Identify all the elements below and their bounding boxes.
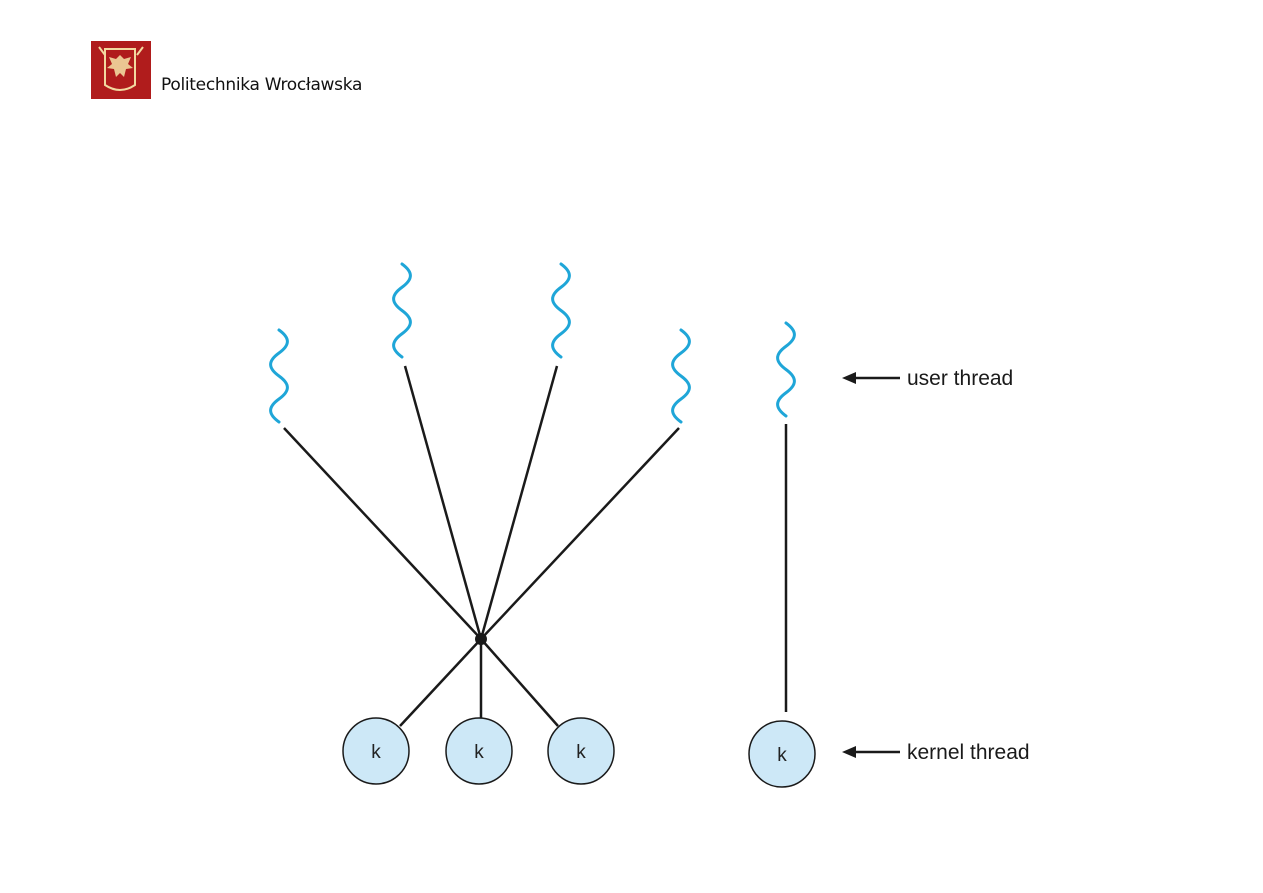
kernel-thread-symbol: k (777, 745, 787, 766)
hub-to-kernel-line-3 (480, 638, 559, 727)
kernel-thread-3: k (547, 717, 615, 785)
user-to-hub-line-2 (403, 365, 483, 640)
user-to-hub-line-4 (480, 427, 680, 640)
connection-lines (283, 365, 788, 727)
institution-name: Politechnika Wrocławska (161, 75, 363, 95)
user-thread-wave-1 (269, 328, 289, 424)
kernel-thread-symbol: k (576, 742, 586, 763)
user-to-hub-line-3 (479, 365, 559, 640)
kernel-thread-label: kernel thread (907, 741, 1030, 764)
kernel-thread-circle (748, 720, 816, 788)
university-logo (91, 41, 151, 99)
kernel-thread-annotation: kernel thread (842, 741, 1030, 764)
arrow-left-icon (842, 372, 856, 384)
multiplex-hub (475, 633, 487, 645)
kernel-thread-symbol: k (371, 742, 381, 763)
kernel-thread-2: k (445, 717, 513, 785)
user-thread-wave-2 (392, 262, 412, 359)
kernel-thread-circle (445, 717, 513, 785)
user-thread-wave-3 (551, 262, 571, 359)
user-thread-label: user thread (907, 367, 1013, 390)
arrow-left-icon (842, 746, 856, 758)
user-threads (269, 262, 796, 424)
kernel-thread-circle (547, 717, 615, 785)
kernel-thread-circle (342, 717, 410, 785)
user-to-hub-line-1 (283, 427, 482, 640)
user-thread-wave-5 (776, 321, 796, 418)
user-thread-annotation: user thread (842, 367, 1013, 390)
user-thread-wave-4 (671, 328, 691, 424)
kernel-thread-4: k (748, 720, 816, 788)
hub-to-kernel-line-1 (399, 638, 482, 727)
kernel-thread-symbol: k (474, 742, 484, 763)
eagle-crest-icon (91, 41, 151, 99)
kernel-thread-1: k (342, 717, 410, 785)
